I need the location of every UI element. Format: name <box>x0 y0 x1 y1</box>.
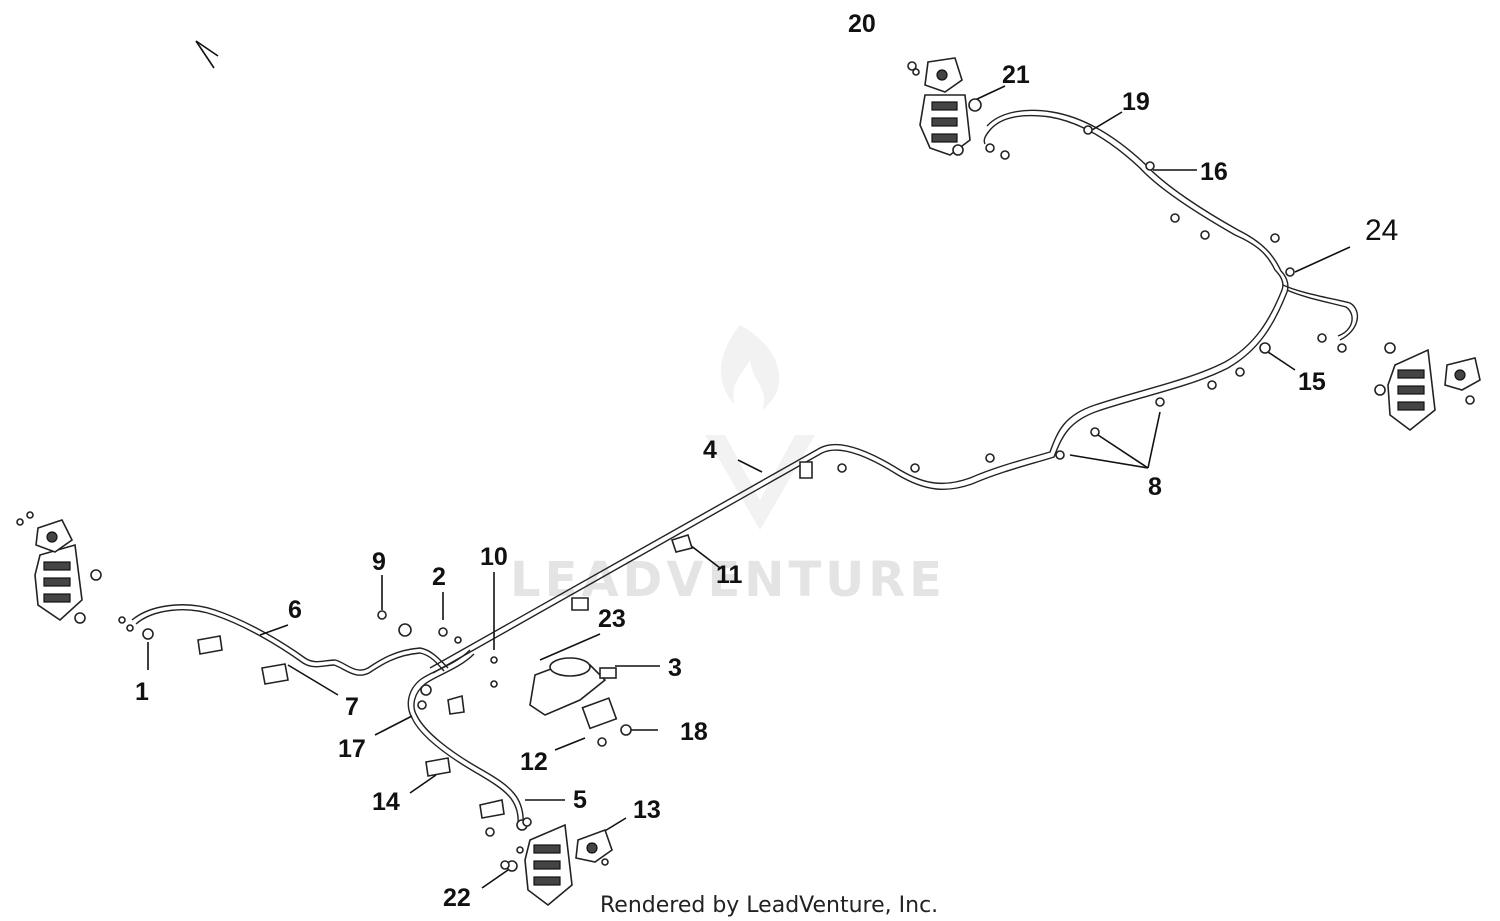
callout-20: 20 <box>848 10 876 38</box>
main-brake-line <box>429 109 1359 674</box>
callout-6: 6 <box>288 596 302 624</box>
callout-15: 15 <box>1298 368 1326 396</box>
left-front-brake-line <box>131 604 449 676</box>
watermark-logo-icon <box>705 325 815 530</box>
callout-7: 7 <box>345 693 359 721</box>
callout-9: 9 <box>372 548 386 576</box>
callout-10: 10 <box>480 543 508 571</box>
callout-2: 2 <box>432 563 446 591</box>
front-left-caliper <box>34 543 102 624</box>
left-rear-brake-line <box>407 649 524 826</box>
leader-lines <box>147 40 1351 889</box>
rear-left-caliper <box>506 819 573 907</box>
callout-21: 21 <box>1002 61 1030 89</box>
callout-1: 1 <box>135 678 149 706</box>
callout-8: 8 <box>1148 473 1162 501</box>
callout-23: 23 <box>598 605 626 633</box>
callout-13: 13 <box>633 796 661 824</box>
callout-14: 14 <box>372 788 400 816</box>
callout-19: 19 <box>1122 88 1150 116</box>
front-left-bracket <box>16 511 74 553</box>
line-clips <box>118 125 1347 870</box>
callout-16: 16 <box>1200 158 1228 186</box>
callout-11: 11 <box>716 561 743 589</box>
callout-3: 3 <box>668 654 682 682</box>
front-right-caliper <box>919 94 982 156</box>
callout-4: 4 <box>703 436 717 464</box>
master-cylinder <box>529 657 618 730</box>
callout-labels: 1 2 3 4 5 6 7 8 9 10 11 12 13 14 15 16 1… <box>135 10 1398 912</box>
callout-24: 24 <box>1365 214 1398 247</box>
callout-22: 22 <box>443 884 471 912</box>
callout-17: 17 <box>338 735 366 763</box>
rear-left-bracket <box>575 828 613 866</box>
callout-18: 18 <box>680 718 708 746</box>
callout-12: 12 <box>520 748 548 776</box>
rear-right-caliper <box>1374 342 1436 432</box>
callout-5: 5 <box>573 786 587 814</box>
front-right-bracket <box>907 57 963 93</box>
footer-credit: Rendered by LeadVenture, Inc. <box>600 893 938 918</box>
rear-right-bracket <box>1444 357 1481 405</box>
